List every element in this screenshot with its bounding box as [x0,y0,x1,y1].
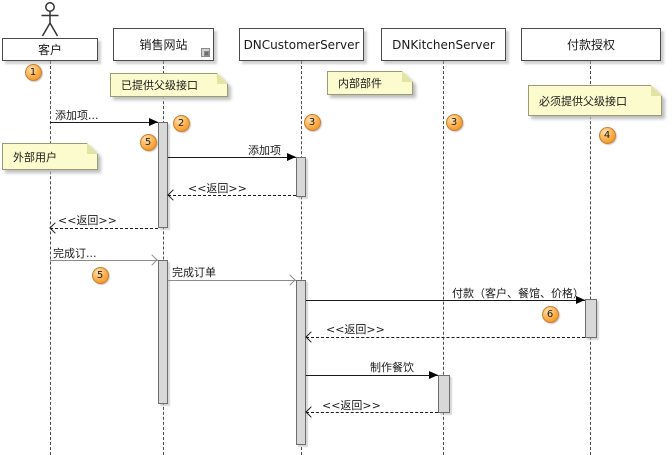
note-text: 必须提供父级接口 [539,94,627,108]
actor-icon [39,2,61,42]
lifeline-label-dn-customer-server: DNCustomerServer [243,37,360,52]
note-fold-icon [87,143,98,154]
note-external-user-body: 外部用户 [2,143,98,170]
arrowhead-filled-icon [287,153,296,161]
lifeline-label-sales-website: 销售网站 [139,38,188,52]
message-return-4-label: <<返回>> [322,399,381,412]
sequence-badge-5: 5 [91,266,109,284]
message-complete-order[interactable] [168,280,296,281]
arrowhead-filled-icon [576,296,585,304]
message-add-item-label: 添加项 [248,144,281,157]
lifeline-head-dn-customer-server[interactable]: DNCustomerServer [239,28,364,61]
arrowhead-return-icon [167,189,179,201]
sequence-badge-4: 4 [598,126,616,144]
lifeline-head-sales-website[interactable]: 销售网站 [113,28,214,61]
note-text: 外部用户 [13,150,57,164]
note-provided-parent-interface[interactable]: 已提供父级接口 [110,73,228,97]
note-fold-icon [651,85,662,96]
lifeline-head-payment-authorization[interactable]: 付款授权 [521,28,661,61]
note-internal-part-body: 内部部件 [327,71,413,95]
sequence-badge-5: 5 [139,133,157,151]
note-must-provide-parent-interface-body: 必须提供父级接口 [528,85,662,116]
message-return-1-label: <<返回>> [188,182,247,195]
message-make-meal-label: 制作餐饮 [370,361,414,374]
message-complete-order-truncated[interactable] [50,260,158,261]
message-pay[interactable] [306,300,585,301]
note-must-provide-parent-interface[interactable]: 必须提供父级接口 [528,85,662,116]
activation-sales-website-1[interactable] [158,122,168,228]
lifeline-dn-kitchen-server [443,61,444,455]
message-pay-label: 付款（客户、餐馆、价格） [452,287,584,300]
note-external-user[interactable]: 外部用户 [2,143,98,170]
sequence-badge-3: 3 [445,113,463,131]
lifeline-label-payment-authorization: 付款授权 [566,38,615,52]
sequence-badge-2: 2 [172,114,190,132]
lifeline-label-customer: 客户 [37,43,62,57]
arrowhead-filled-icon [149,118,158,126]
note-fold-icon [217,73,228,84]
activation-dn-customer-server-1[interactable] [296,157,306,197]
lifeline-dn-customer-server [301,61,302,455]
arrowhead-return-icon [305,331,317,343]
sequence-badge-1: 1 [24,63,42,81]
activation-sales-website-2[interactable] [158,260,168,404]
lifeline-customer [50,61,51,455]
note-text: 已提供父级接口 [121,79,198,92]
message-return-2-label: <<返回>> [58,214,117,227]
lifeline-label-dn-kitchen-server: DNKitchenServer [392,37,495,52]
activation-dn-kitchen-server[interactable] [438,375,450,413]
sequence-badge-6: 6 [541,305,559,323]
message-return-1[interactable] [168,195,296,196]
message-complete-order-truncated-label: 完成订... [53,247,97,260]
lifeline-head-customer[interactable]: 客户 [2,38,98,61]
arrowhead-open-icon [284,274,296,286]
note-text: 内部部件 [338,77,382,90]
message-return-2[interactable] [50,228,158,229]
message-return-4[interactable] [306,412,438,413]
message-add-item[interactable] [168,157,296,158]
lifeline-sales-website [163,61,164,455]
activation-dn-customer-server-2[interactable] [296,280,306,445]
note-fold-icon [402,71,413,82]
arrowhead-filled-icon [429,371,438,379]
message-return-3-label: <<返回>> [326,323,385,336]
arrowhead-return-icon [305,406,317,418]
message-make-meal[interactable] [306,375,438,376]
activation-payment-authorization[interactable] [585,299,597,338]
sequence-badge-3: 3 [303,113,321,131]
lifeline-payment-authorization [590,61,591,455]
message-return-3[interactable] [306,337,585,338]
lifeline-head-dn-kitchen-server[interactable]: DNKitchenServer [381,28,506,61]
note-internal-part[interactable]: 内部部件 [327,71,413,95]
message-add-item-truncated[interactable] [50,122,158,123]
note-provided-parent-interface-body: 已提供父级接口 [110,73,228,97]
expand-indicator-icon[interactable] [201,48,210,57]
message-complete-order-label: 完成订单 [172,266,216,279]
message-add-item-truncated-label: 添加项... [55,109,99,122]
arrowhead-open-icon [146,254,158,266]
